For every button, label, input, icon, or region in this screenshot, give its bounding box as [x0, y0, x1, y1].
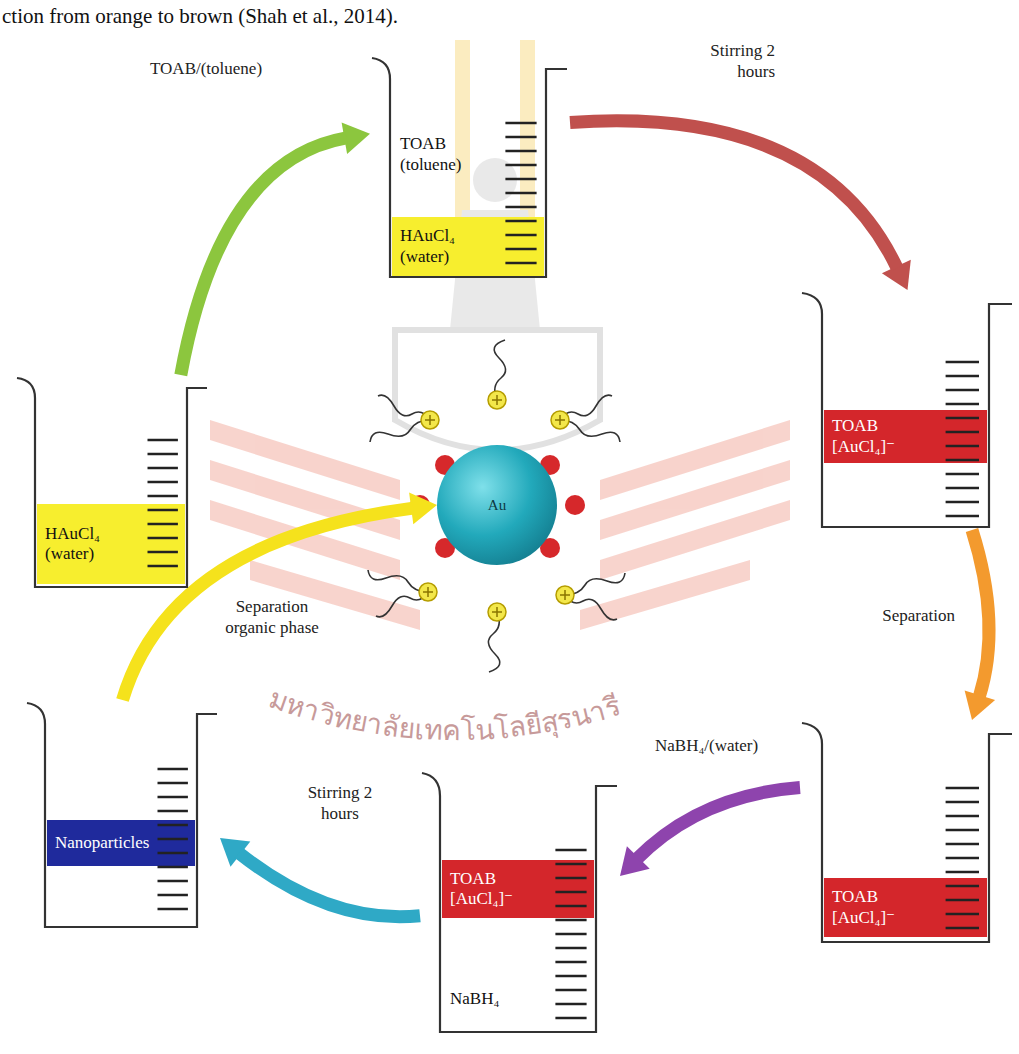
beaker-node: HAuCl₄ (water) [15, 375, 210, 590]
step-label: Separation [882, 606, 955, 625]
running-text: ction from orange to brown (Shah et al.,… [2, 4, 398, 29]
layer-text: Nanoparticles [47, 830, 195, 856]
step-label-box: TOAB/(toluene) [150, 58, 320, 79]
arrow-shaft [972, 530, 989, 697]
step-label-box: NaBH₄/(water) [655, 735, 800, 756]
beaker-outline [25, 700, 220, 930]
process-arrow [965, 530, 996, 720]
layer-text: TOAB [AuCl₄]⁻ [824, 413, 987, 460]
layer-text: NaBH₄ [442, 986, 594, 1012]
liquid-band: HAuCl₄ (water) [37, 504, 185, 584]
arrow-shaft [181, 138, 347, 375]
beaker-node: TOAB [AuCl₄]⁻ NaBH₄ [420, 770, 620, 1035]
plus-sign [423, 395, 570, 617]
liquid-band: TOAB [AuCl₄]⁻ [824, 410, 987, 463]
watermark-text-line: มหาวิทยาลัยเทคโนโลยีสุรนารี [265, 681, 625, 747]
beaker-glass [27, 703, 217, 927]
graduation-marks [555, 850, 586, 1018]
beaker-outline [15, 375, 210, 590]
beaker-node: TOAB [AuCl₄]⁻ [800, 290, 1015, 530]
step-label: NaBH₄/(water) [655, 736, 758, 755]
liquid-layer-label: TOAB (toluene) [392, 114, 544, 195]
step-label-box: Stirring 2 hours [675, 40, 775, 83]
process-arrow [620, 788, 800, 877]
liquid-layer-label: NaBH₄ [442, 977, 594, 1022]
beaker-node: TOAB [AuCl₄]⁻ [800, 720, 1015, 945]
arrow-head [409, 493, 437, 525]
watermark-chevrons-right [580, 420, 790, 630]
liquid-band: Nanoparticles [47, 820, 195, 866]
graduation-marks [505, 123, 536, 263]
liquid-band: TOAB [AuCl₄]⁻ [442, 860, 594, 918]
beaker-glass [17, 378, 207, 587]
step-label: Separation organic phase [225, 597, 319, 637]
graduation-marks [158, 769, 188, 909]
watermark-text: มหาวิทยาลัยเทคโนโลยีสุรนารี [265, 681, 625, 747]
layer-text: HAuCl₄ (water) [392, 223, 544, 270]
process-arrow [181, 123, 370, 376]
layer-text: HAuCl₄ (water) [37, 521, 185, 568]
beaker-node: TOAB (toluene) HAuCl₄ (water) [370, 55, 570, 280]
process-arrow [220, 838, 420, 917]
step-label: TOAB/(toluene) [150, 59, 262, 78]
liquid-band: TOAB [AuCl₄]⁻ [824, 878, 987, 937]
watermark-shield [395, 330, 600, 450]
beaker-glass [802, 293, 1012, 527]
step-label-box: Stirring 2 hours [292, 782, 388, 825]
step-label-box: Separation organic phase [222, 596, 322, 639]
step-label: Stirring 2 hours [710, 41, 775, 81]
anion-sphere [565, 495, 585, 515]
beaker-outline [800, 290, 1015, 530]
arrow-shaft [637, 788, 800, 859]
layer-text: TOAB [AuCl₄]⁻ [824, 884, 987, 931]
liquid-band: HAuCl₄ (water) [392, 217, 544, 276]
graduation-marks [946, 788, 979, 928]
beaker-node: Nanoparticles [25, 700, 220, 930]
step-label: Stirring 2 hours [308, 783, 373, 823]
layer-text: TOAB (toluene) [392, 131, 544, 178]
gold-particle: Au [437, 445, 557, 565]
particle-label: Au [488, 497, 506, 514]
graduation-marks [148, 440, 178, 566]
arrow-shaft [570, 121, 897, 268]
layer-text: TOAB [AuCl₄]⁻ [442, 866, 594, 913]
step-label-box: Separation [845, 605, 955, 626]
arrow-shaft [239, 853, 420, 917]
graduation-marks [946, 362, 979, 516]
beaker-glass [372, 58, 567, 277]
process-arrow [570, 121, 911, 290]
beaker-glass [802, 723, 1012, 942]
beaker-glass [422, 773, 617, 1032]
